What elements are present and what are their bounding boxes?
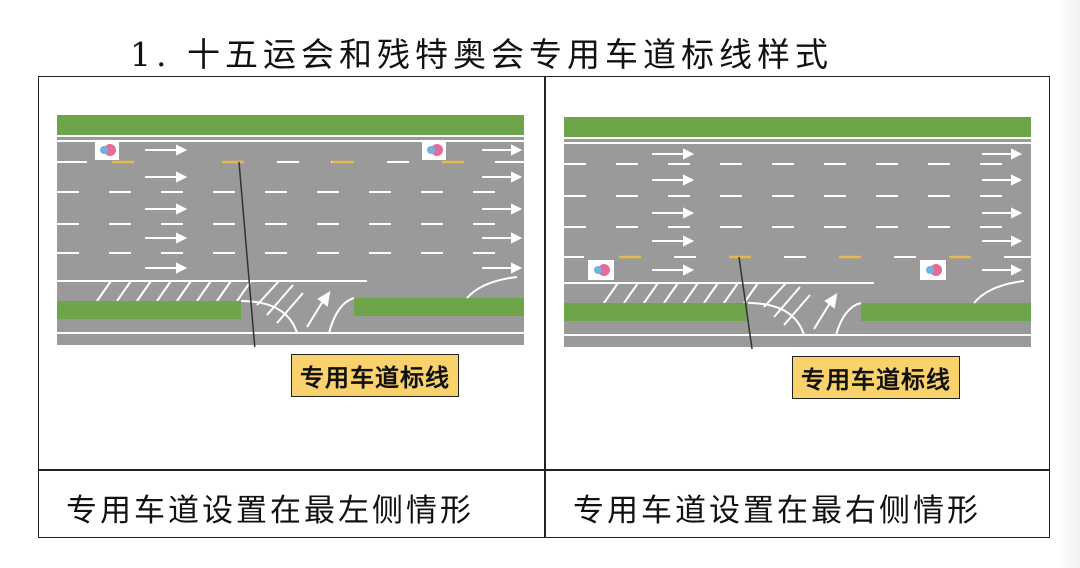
caption-left: 专用车道设置在最左侧情形 (66, 493, 474, 529)
section-heading: 1. 十五运会和残特奥会专用车道标线样式 (130, 35, 833, 74)
table-divider-horizontal (38, 469, 1050, 471)
page-edge-shadow (1060, 0, 1080, 568)
table-divider-vertical (544, 76, 546, 538)
callout-label-left: 专用车道标线 (291, 354, 459, 397)
caption-right: 专用车道设置在最右侧情形 (573, 493, 981, 529)
diagram-right-lane (564, 117, 1031, 349)
diagram-left-lane (57, 115, 524, 347)
callout-label-right: 专用车道标线 (792, 356, 960, 399)
